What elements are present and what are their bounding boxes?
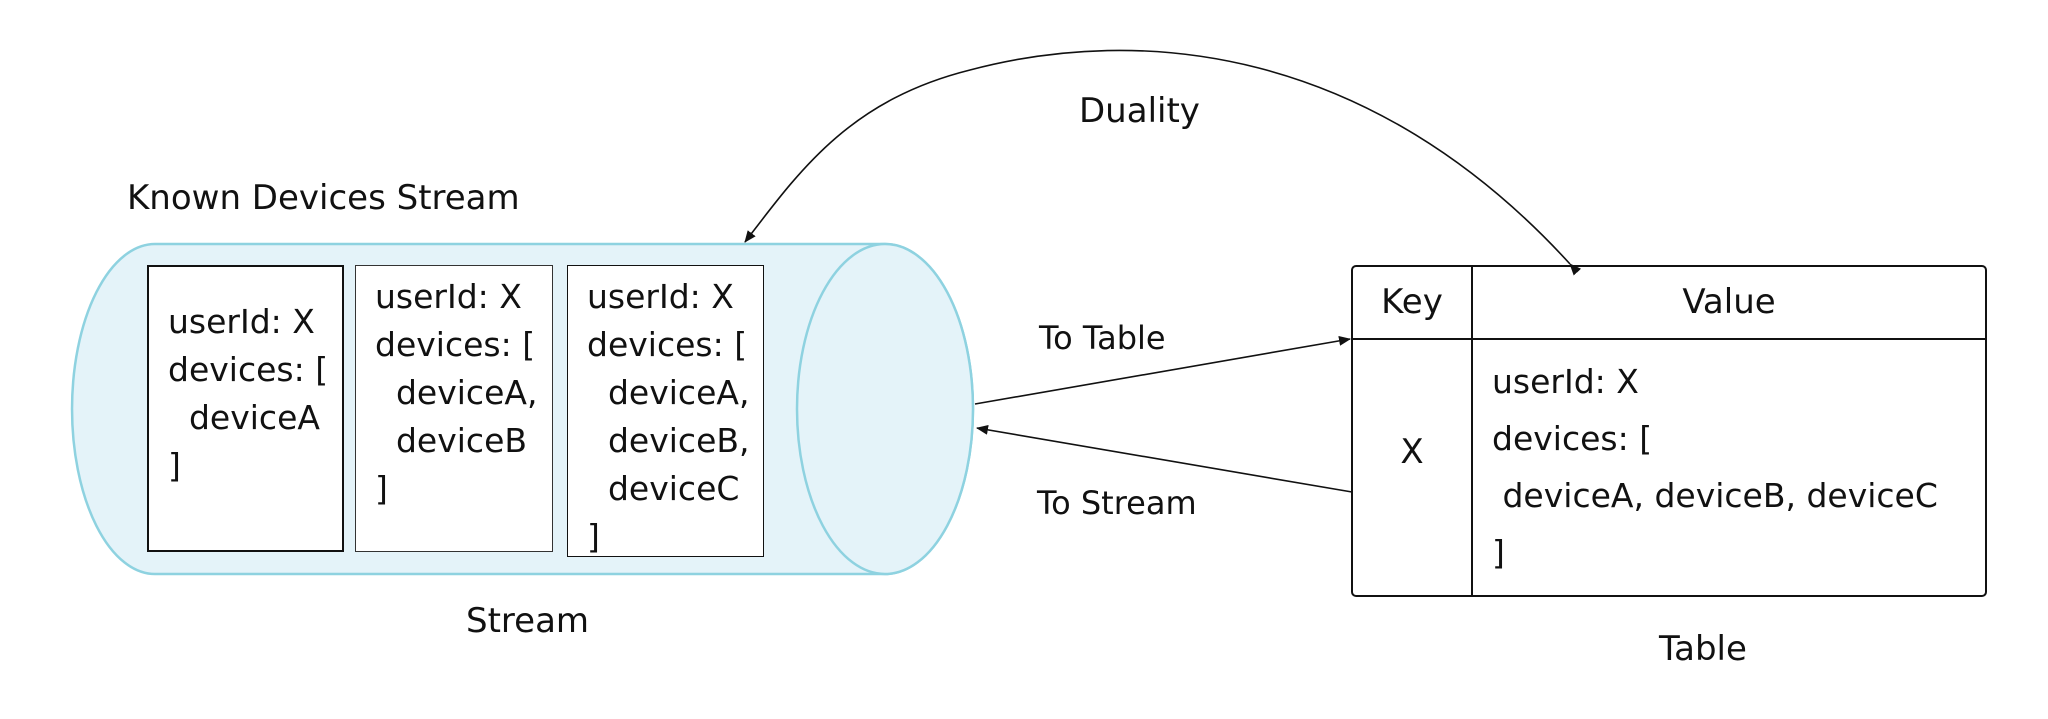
table-value-header: Value <box>1682 282 1776 322</box>
stream-record: userId: X devices: [ deviceA, deviceB ] <box>355 265 553 552</box>
to-stream-label: To Stream <box>1037 484 1197 522</box>
table-caption: Table <box>1659 629 1747 669</box>
to-table-label: To Table <box>1039 319 1166 357</box>
stream-title: Known Devices Stream <box>127 178 520 218</box>
stream-caption: Stream <box>466 601 590 641</box>
stream-record: userId: X devices: [ deviceA, deviceB, d… <box>567 265 764 557</box>
table-key-cell: X <box>1400 432 1424 472</box>
to-table-arrow <box>974 335 1351 405</box>
table-key-header: Key <box>1381 282 1443 322</box>
to-stream-arrow <box>976 424 1353 493</box>
stream-record: userId: X devices: [ deviceA ] <box>147 265 344 552</box>
table-box <box>1351 265 1987 597</box>
duality-arrow <box>744 49 1582 276</box>
table-value-cell: userId: X devices: [ deviceA, deviceB, d… <box>1492 362 1938 572</box>
duality-label: Duality <box>1079 91 1200 131</box>
